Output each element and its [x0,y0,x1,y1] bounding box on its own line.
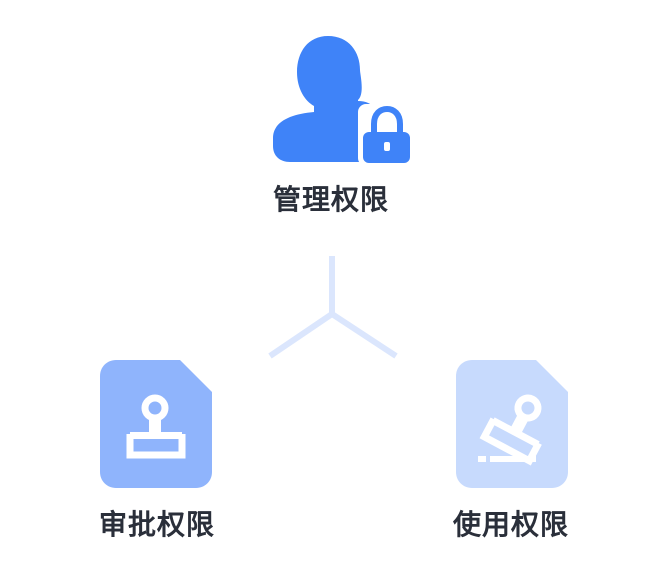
approve-permission-node [100,360,212,488]
user-lock-icon [273,36,412,166]
use-permission-label: 使用权限 [452,508,569,541]
admin-permission-node [270,34,412,166]
use-permission-node [456,360,568,488]
tilted-stamp-document-icon [456,360,568,488]
approve-permission-label: 审批权限 [98,508,215,541]
admin-permission-label: 管理权限 [272,183,389,216]
stamp-document-icon [100,360,212,488]
